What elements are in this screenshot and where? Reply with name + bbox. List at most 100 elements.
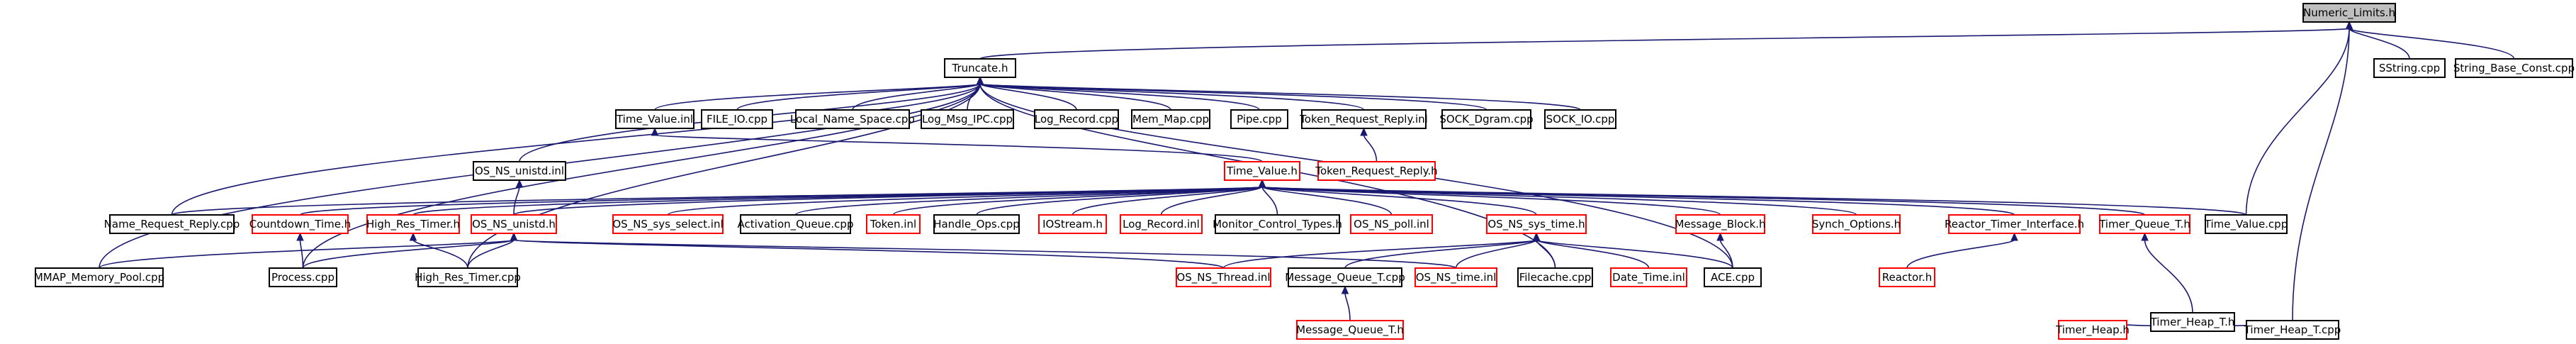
node-box xyxy=(1296,320,1404,340)
edge-line xyxy=(1906,239,2015,269)
node-countdown-time-h[interactable]: Countdown_Time.h xyxy=(249,214,351,234)
dependency-edge xyxy=(510,232,1457,269)
node-log-record-cpp[interactable]: Log_Record.cpp xyxy=(1034,109,1119,129)
dependency-edge xyxy=(979,21,2353,60)
node-mmap-memory-pool-cpp[interactable]: MMAP_Memory_Pool.cpp xyxy=(34,267,164,287)
dependency-edge xyxy=(1455,232,1541,269)
node-box xyxy=(701,109,773,129)
node-label: Date_Time.inl xyxy=(1612,271,1685,284)
node-sstring-cpp[interactable]: SString.cpp xyxy=(2373,58,2446,78)
edge-line xyxy=(736,83,981,111)
node-filecache-cpp[interactable]: Filecache.cpp xyxy=(1517,267,1593,287)
node-label: Time_Value.cpp xyxy=(2204,218,2288,231)
node-local-name-space-cpp[interactable]: Local_Name_Space.cpp xyxy=(790,109,915,129)
dependency-edge xyxy=(651,127,1263,162)
node-box xyxy=(1034,109,1119,129)
node-iostream-h[interactable]: IOStream.h xyxy=(1038,214,1107,234)
edge-arrowhead xyxy=(976,76,984,85)
node-label: Reactor_Timer_Interface.h xyxy=(1945,218,2084,231)
edge-line xyxy=(979,83,1581,111)
node-process-cpp[interactable]: Process.cpp xyxy=(269,267,337,287)
node-label: Truncate.h xyxy=(952,62,1008,74)
node-os-ns-unistd-h[interactable]: OS_NS_unistd.h xyxy=(471,214,557,234)
node-high-res-timer-h[interactable]: High_Res_Timer.h xyxy=(366,214,460,234)
node-os-ns-thread-inl[interactable]: OS_NS_Thread.inl xyxy=(1176,267,1271,287)
node-truncate-h[interactable]: Truncate.h xyxy=(944,58,1016,78)
node-label: Timer_Heap.h xyxy=(2055,323,2130,337)
node-mem-map-cpp[interactable]: Mem_Map.cpp xyxy=(1131,109,1210,129)
edge-line xyxy=(299,186,1263,216)
node-box xyxy=(2058,320,2127,340)
node-message-block-h[interactable]: Message_Block.h xyxy=(1675,214,1766,234)
node-os-ns-sys-select-inl[interactable]: OS_NS_sys_select.inl xyxy=(612,214,724,234)
node-handle-ops-cpp[interactable]: Handle_Ops.cpp xyxy=(933,214,1020,234)
node-pipe-cpp[interactable]: Pipe.cpp xyxy=(1230,109,1288,129)
node-monitor-control-types-h[interactable]: Monitor_Control_Types.h xyxy=(1213,214,1342,234)
node-box xyxy=(1176,267,1271,287)
node-timer-heap-h[interactable]: Timer_Heap.h xyxy=(2055,320,2130,340)
node-timer-queue-t-h[interactable]: Timer_Queue_T.h xyxy=(2098,214,2190,234)
node-time-value-cpp[interactable]: Time_Value.cpp xyxy=(2204,214,2288,234)
node-label: SOCK_IO.cpp xyxy=(1546,113,1615,126)
node-box xyxy=(2302,3,2396,23)
dependency-edge xyxy=(976,76,1487,111)
edge-line xyxy=(513,186,1263,216)
edge-line xyxy=(1261,186,1537,216)
node-numeric-limits-h[interactable]: Numeric_Limits.h xyxy=(2302,3,2396,23)
node-ace-cpp[interactable]: ACE.cpp xyxy=(1704,267,1762,287)
edge-line xyxy=(1072,186,1263,216)
node-time-value-h[interactable]: Time_Value.h xyxy=(1224,161,1300,181)
node-string-base-const-cpp[interactable]: String_Base_Const.cpp xyxy=(2453,58,2575,78)
node-label: OS_NS_sys_time.h xyxy=(1487,218,1585,231)
node-box xyxy=(1131,109,1210,129)
node-date-time-inl[interactable]: Date_Time.inl xyxy=(1610,267,1687,287)
edge-arrowhead xyxy=(2141,232,2149,241)
node-label: Process.cpp xyxy=(271,271,334,284)
node-label: Timer_Queue_T.h xyxy=(2098,218,2190,231)
node-label: Countdown_Time.h xyxy=(249,218,351,231)
edge-line xyxy=(979,28,2350,60)
node-token-request-reply-inl[interactable]: Token_Request_Reply.inl xyxy=(1299,109,1428,129)
node-box xyxy=(866,214,921,234)
node-box xyxy=(1215,214,1340,234)
node-box xyxy=(2150,312,2235,332)
node-token-request-reply-h[interactable]: Token_Request_Reply.h xyxy=(1315,161,1438,181)
node-message-queue-t-cpp[interactable]: Message_Queue_T.cpp xyxy=(1285,267,1405,287)
node-label: SString.cpp xyxy=(2379,62,2440,74)
edge-line xyxy=(1261,186,1278,216)
node-synch-options-h[interactable]: Synch_Options.h xyxy=(1812,214,1901,234)
node-timer-heap-t-h[interactable]: Timer_Heap_T.h xyxy=(2150,312,2235,332)
node-reactor-h[interactable]: Reactor.h xyxy=(1879,267,1935,287)
node-high-res-timer-cpp[interactable]: High_Res_Timer.cpp xyxy=(415,267,521,287)
node-label: OS_NS_time.inl xyxy=(1416,271,1497,284)
node-token-inl[interactable]: Token.inl xyxy=(866,214,921,234)
node-activation-queue-cpp[interactable]: Activation_Queue.cpp xyxy=(738,214,854,234)
node-reactor-timer-interface-h[interactable]: Reactor_Timer_Interface.h xyxy=(1945,214,2084,234)
node-log-msg-ipc-cpp[interactable]: Log_Msg_IPC.cpp xyxy=(921,109,1014,129)
node-log-record-inl[interactable]: Log_Record.inl xyxy=(1120,214,1203,234)
node-os-ns-time-inl[interactable]: OS_NS_time.inl xyxy=(1414,267,1497,287)
dependency-edge xyxy=(1906,232,2018,269)
node-time-value-inl[interactable]: Time_Value.inl xyxy=(615,109,694,129)
node-label: Handle_Ops.cpp xyxy=(933,218,1020,231)
node-sock-io-cpp[interactable]: SOCK_IO.cpp xyxy=(1544,109,1616,129)
dependency-edge xyxy=(2345,21,2515,60)
node-label: Message_Queue_T.h xyxy=(1296,323,1404,337)
node-sock-dgram-cpp[interactable]: SOCK_Dgram.cpp xyxy=(1439,109,1534,129)
node-timer-heap-t-cpp[interactable]: Timer_Heap_T.cpp xyxy=(2244,320,2341,340)
edge-line xyxy=(1344,239,1537,269)
node-box xyxy=(1288,267,1402,287)
node-message-queue-t-h[interactable]: Message_Queue_T.h xyxy=(1296,320,1404,340)
dependency-edge xyxy=(1360,127,1378,162)
node-file-io-cpp[interactable]: FILE_IO.cpp xyxy=(701,109,773,129)
node-os-ns-unistd-inl[interactable]: OS_NS_unistd.inl xyxy=(473,161,566,181)
node-box xyxy=(1704,267,1762,287)
node-os-ns-sys-time-h[interactable]: OS_NS_sys_time.h xyxy=(1486,214,1587,234)
node-box xyxy=(1948,214,2081,234)
node-label: Message_Queue_T.cpp xyxy=(1285,271,1405,284)
node-os-ns-poll-inl[interactable]: OS_NS_poll.inl xyxy=(1350,214,1433,234)
node-box xyxy=(473,161,566,181)
node-box xyxy=(2246,320,2339,340)
node-name-request-reply-cpp[interactable]: Name_Request_Reply.cpp xyxy=(104,214,240,234)
